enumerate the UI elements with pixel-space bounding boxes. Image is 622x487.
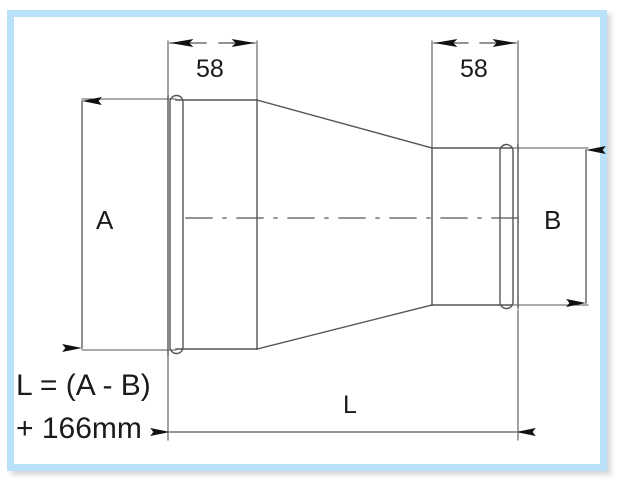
- reducer-large-end-outline: [167, 95, 258, 356]
- reducer-small-end-outline: [431, 144, 519, 309]
- dimension-label-socket-depth-left: 58: [196, 55, 224, 83]
- note-formula-line-2: + 166mm: [16, 412, 142, 445]
- right-socket-ring: [499, 143, 514, 310]
- dimension-label-B: B: [544, 205, 562, 235]
- dimension-label-L: L: [343, 391, 357, 419]
- extension-lines: [81, 40, 589, 441]
- reducer-cone-taper: [256, 99, 433, 350]
- dimension-label-A: A: [96, 205, 114, 235]
- dimension-label-socket-depth-right: 58: [460, 55, 488, 83]
- note-formula-line-1: L = (A - B): [16, 369, 151, 402]
- image-frame-border: [7, 10, 607, 471]
- left-socket-ring: [169, 94, 184, 355]
